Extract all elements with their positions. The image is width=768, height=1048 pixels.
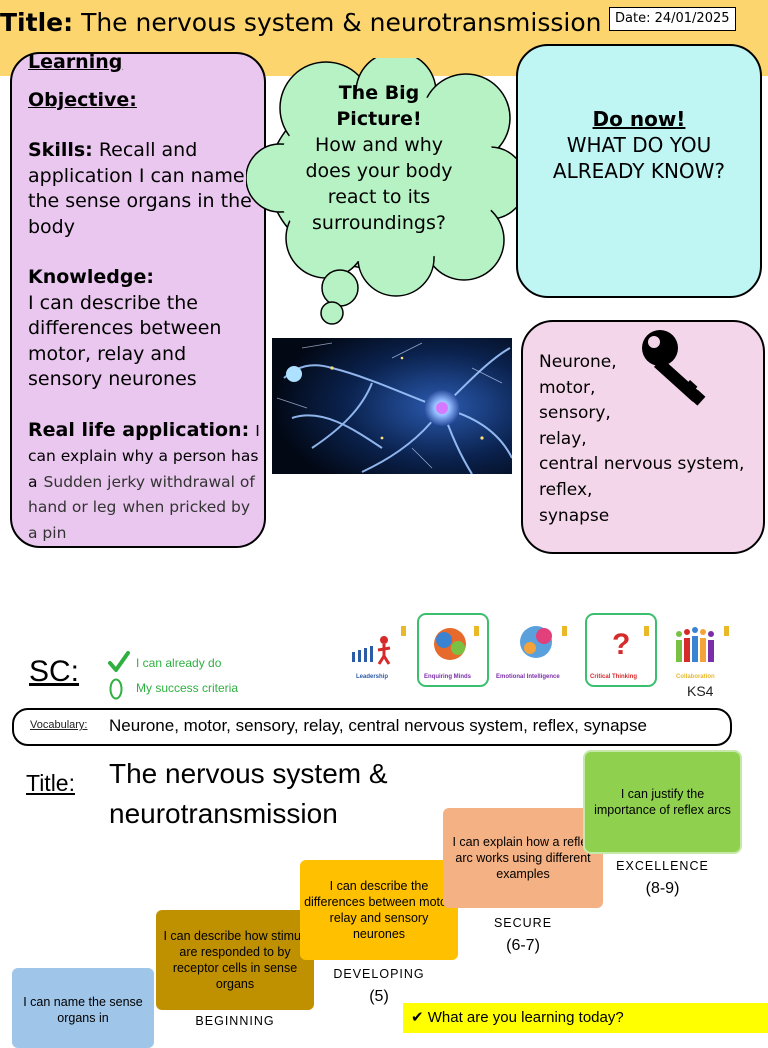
keywords-list: Neurone, motor, sensory, relay, central … bbox=[539, 350, 744, 529]
objective-heading-line2: Objective: bbox=[28, 88, 137, 111]
skills-label: Skills: bbox=[28, 139, 93, 161]
learning-objective-text: Learning Objective: Skills: Recall and a… bbox=[28, 50, 260, 545]
skills-icons: Leadership Enquiring Minds Emotional Int… bbox=[352, 613, 729, 687]
knowledge-label: Knowledge: bbox=[28, 266, 154, 288]
svg-text:?: ? bbox=[612, 628, 630, 661]
keyword-item: relay, bbox=[539, 428, 587, 449]
thought-cloud-icon bbox=[246, 58, 527, 325]
keyword-item: motor, bbox=[539, 377, 596, 398]
real-life-text-a: I can explain why a person has a bbox=[28, 421, 260, 491]
keyword-item: sensory, bbox=[539, 403, 611, 424]
neurone-image bbox=[272, 338, 512, 474]
grade-secure: (6-7) bbox=[506, 937, 540, 954]
title-prefix: Title: bbox=[0, 8, 74, 37]
learning-objective-box bbox=[10, 52, 266, 548]
key-icon bbox=[642, 330, 706, 406]
big-picture-question: How and why does your body react to its … bbox=[305, 134, 453, 234]
level-developing: DEVELOPING bbox=[333, 967, 425, 981]
step-developing: I can describe how stimuli are responded… bbox=[156, 910, 314, 1010]
keywords-box bbox=[521, 320, 765, 554]
grade-excellence: (8-9) bbox=[645, 880, 680, 897]
page-title: Title: The nervous system & neurotransmi… bbox=[0, 8, 602, 37]
keyword-item: synapse bbox=[539, 505, 610, 526]
step-excellence: I can explain how a reflex arc works usi… bbox=[443, 808, 603, 908]
do-now-text: Do now! WHAT DO YOU ALREADY KNOW? bbox=[520, 106, 758, 184]
do-now-box bbox=[516, 44, 762, 298]
vocabulary-label: Vocabulary: bbox=[30, 719, 88, 731]
critical-thinking-icon: ? Critical Thinking bbox=[585, 613, 657, 687]
check-icon bbox=[108, 651, 130, 672]
real-life-text-b: Sudden jerky withdrawal of hand or leg bbox=[28, 472, 255, 517]
vocabulary-text: Neurone, motor, sensory, relay, central … bbox=[109, 716, 647, 735]
objective-heading-line1: Learning bbox=[28, 51, 123, 73]
circle-icon bbox=[109, 678, 123, 700]
do-now-question: WHAT DO YOU ALREADY KNOW? bbox=[552, 133, 726, 183]
title-text: The nervous system & neurotransmission bbox=[81, 8, 602, 37]
step-mastery: I can justify the importance of reflex a… bbox=[585, 752, 740, 852]
do-now-heading: Do now! bbox=[592, 107, 686, 131]
knowledge-text: I can describe the differences between m… bbox=[28, 291, 222, 391]
keyword-item: Neurone, bbox=[539, 352, 617, 372]
step-secure: I can describe the differences between m… bbox=[300, 860, 458, 960]
keyword-item: central nervous system, bbox=[539, 454, 745, 475]
level-secure: SECURE bbox=[493, 916, 553, 930]
title2-label: Title: bbox=[26, 770, 75, 796]
knowledge-block: Knowledge: I can describe the differences… bbox=[28, 265, 260, 393]
enquiring-minds-label: Enquiring Minds bbox=[424, 674, 472, 680]
date-box: Date: 24/01/2025 bbox=[609, 7, 736, 31]
leadership-icon: Leadership bbox=[352, 626, 406, 680]
critical-thinking-label: Critical Thinking bbox=[590, 674, 637, 680]
key-stage-label: KS4 bbox=[687, 683, 714, 699]
vocabulary-box bbox=[12, 708, 732, 746]
keyword-item: reflex, bbox=[539, 479, 593, 500]
sc-my-criteria: My success criteria bbox=[136, 681, 239, 695]
skills-text: Recall and application I can name the se… bbox=[28, 139, 252, 238]
collaboration-icon: Collaboration bbox=[676, 626, 729, 680]
step-beginning: I can name the sense organs in bbox=[12, 968, 154, 1048]
enquiring-minds-icon: Enquiring Minds bbox=[417, 613, 489, 687]
skills-block: Skills: Recall and application I can nam… bbox=[28, 138, 260, 240]
real-life-label: Real life application: bbox=[28, 418, 250, 441]
big-picture-text: The Big Picture! How and why does your b… bbox=[294, 80, 464, 236]
grade-developing: (5) bbox=[369, 988, 389, 1005]
big-picture-heading: The Big Picture! bbox=[336, 82, 422, 130]
level-beginning: BEGINNING bbox=[195, 1014, 275, 1028]
level-excellence: EXCELLENCE bbox=[616, 859, 709, 873]
real-life-text-c: when pricked by a pin bbox=[28, 498, 251, 542]
leadership-label: Leadership bbox=[356, 674, 388, 680]
sc-label: SC: bbox=[29, 655, 80, 688]
learning-today-text: ✔ What are you learning today? bbox=[411, 1009, 624, 1026]
emotional-intelligence-icon: Emotional Intelligence bbox=[496, 626, 567, 680]
real-life-block: Real life application: I can explain why… bbox=[28, 418, 260, 546]
title2-text: The nervous system & neurotransmission bbox=[109, 758, 388, 829]
emotional-intelligence-label: Emotional Intelligence bbox=[496, 674, 560, 680]
collaboration-label: Collaboration bbox=[676, 674, 715, 680]
sc-already-do: I can already do bbox=[136, 656, 222, 670]
